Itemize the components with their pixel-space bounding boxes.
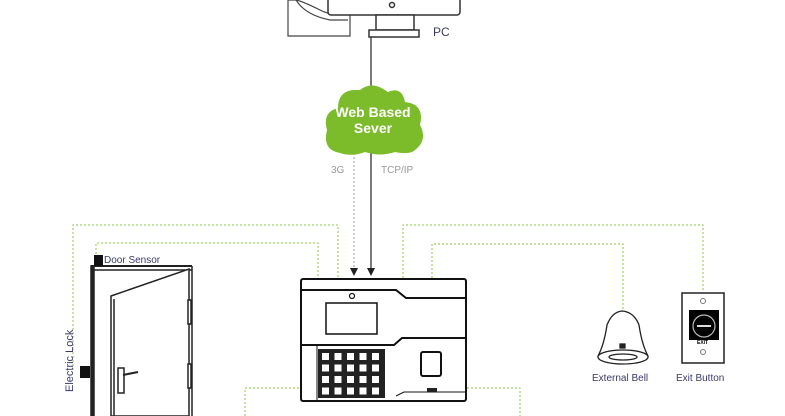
keypad-key [372, 387, 379, 395]
exit-button-icon [681, 292, 725, 364]
keypad-key [347, 387, 354, 395]
wiring [72, 153, 704, 416]
keypad-key [347, 353, 354, 360]
arrow-icon [350, 268, 358, 276]
keypad-key [334, 387, 342, 395]
3g-label: 3G [331, 165, 345, 176]
keypad-key [372, 376, 379, 383]
keypad-key [372, 353, 379, 360]
keypad [322, 353, 379, 395]
keypad-key [322, 353, 329, 360]
cloud-label: Web Based Sever [325, 104, 421, 136]
exit-button-label: Exit Button [676, 373, 725, 384]
keypad-key [334, 364, 342, 372]
keypad-key [359, 387, 367, 395]
external-bell-label: External Bell [592, 373, 649, 384]
pc-label: PC [433, 25, 450, 39]
cloud-label-line1: Web Based [335, 104, 411, 120]
exit-text: EXIT [697, 340, 709, 346]
door-icon [90, 265, 193, 416]
cloud-icon [325, 85, 424, 155]
keypad-key [372, 364, 379, 372]
tcpip-label: TCP/IP [381, 165, 414, 176]
pc-monitor-icon [327, 0, 461, 38]
electric-lock-icon [80, 366, 90, 378]
keypad-key [359, 376, 367, 383]
keypad-key [334, 353, 342, 360]
keypad-key [347, 376, 354, 383]
keypad-key [322, 364, 329, 372]
keypad-key [322, 387, 329, 395]
door-sensor-label: Door Sensor [104, 255, 161, 266]
keypad-key [322, 376, 329, 383]
keypad-key [359, 353, 367, 360]
external-bell-icon [597, 310, 649, 365]
door-sensor-icon [94, 255, 103, 266]
electric-lock-label: Electric Lock [64, 329, 76, 392]
keypad-key [347, 364, 354, 372]
keypad-key [359, 364, 367, 372]
arrow-icon [367, 268, 375, 276]
cloud-label-line2: Sever [353, 120, 393, 136]
keypad-key [334, 376, 342, 383]
